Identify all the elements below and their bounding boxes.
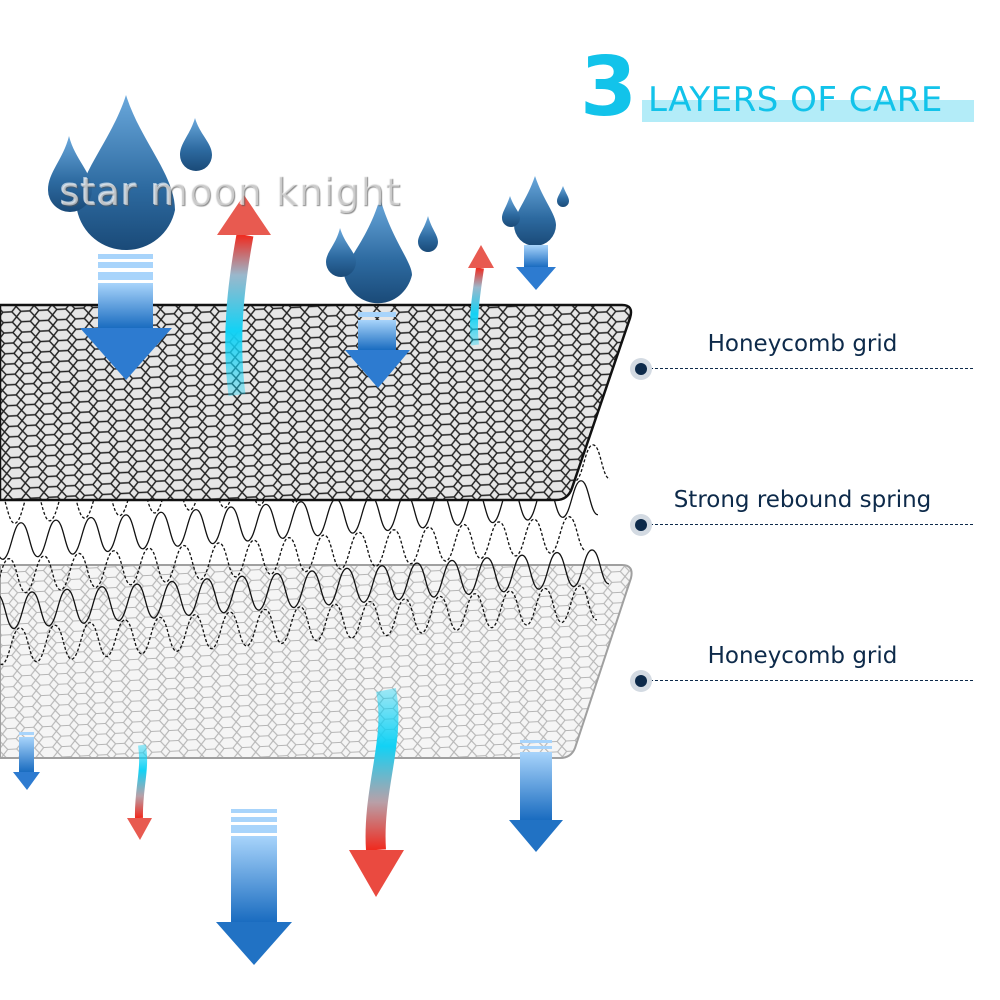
leader-line bbox=[650, 368, 973, 369]
rebound-spring-layer bbox=[0, 444, 611, 666]
bullet-dot-icon bbox=[630, 670, 652, 692]
spring-wave bbox=[0, 585, 598, 666]
layer-label-text: Honeycomb grid bbox=[707, 643, 898, 669]
title-highlight-band bbox=[642, 100, 974, 122]
leader-line bbox=[650, 524, 973, 525]
water-drop-icon bbox=[502, 176, 569, 246]
layer-label-text: Strong rebound spring bbox=[673, 487, 932, 513]
down-arrow-icon bbox=[216, 809, 292, 965]
heat-vapor-arrow-icon bbox=[217, 195, 271, 397]
down-arrow-icon bbox=[80, 254, 172, 380]
layer-label-text: Honeycomb grid bbox=[707, 331, 898, 357]
down-arrow-icon bbox=[516, 245, 556, 290]
heat-vapor-arrow-icon bbox=[127, 744, 152, 840]
layer-label-top-honeycomb: Honeycomb grid bbox=[630, 330, 975, 390]
title-number: 3 bbox=[580, 40, 638, 135]
water-drop-icon bbox=[48, 95, 212, 251]
watermark: star moon knight bbox=[60, 170, 402, 214]
down-arrow-icon bbox=[13, 732, 40, 790]
spring-wave bbox=[0, 444, 611, 525]
leader-line bbox=[650, 680, 973, 681]
top-honeycomb-layer bbox=[0, 303, 633, 502]
down-arrow-icon bbox=[345, 312, 410, 388]
layer-label-spring: Strong rebound spring bbox=[630, 486, 975, 546]
bullet-dot-icon bbox=[630, 514, 652, 536]
spring-wave bbox=[0, 480, 599, 561]
title-text: LAYERS OF CARE bbox=[648, 80, 943, 120]
down-arrow-icon bbox=[509, 740, 563, 852]
heat-vapor-arrow-icon bbox=[349, 688, 404, 897]
bottom-honeycomb-layer bbox=[0, 564, 633, 759]
layer-label-bottom-honeycomb: Honeycomb grid bbox=[630, 642, 975, 702]
heat-vapor-arrow-icon bbox=[468, 245, 494, 346]
bullet-dot-icon bbox=[630, 358, 652, 380]
spring-wave bbox=[0, 549, 610, 630]
water-drop-icon bbox=[326, 198, 438, 304]
spring-wave bbox=[0, 516, 587, 594]
